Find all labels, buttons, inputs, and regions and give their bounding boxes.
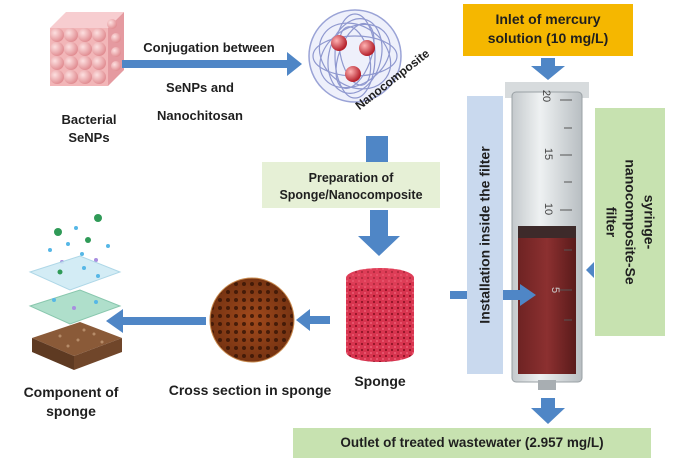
arrow-outlet-down [531,398,565,424]
installation-box: Installation inside the filter [467,96,503,374]
syringe-filter-photo [505,82,589,390]
preparation-box: Preparation of Sponge/Nanocomposite [262,162,440,208]
syringe-mark-15: 15 [542,147,555,161]
label-sponge: Sponge [354,373,406,389]
label-component-of-sponge: Component of sponge [23,384,119,419]
arrow-to-component [106,309,206,333]
label-conjugation-line2: SeNPs and [166,80,234,95]
syringe-filter-box: syringe- nanocomposite-Se filter [595,108,665,336]
sponge-icon [346,268,414,362]
component-of-sponge-icon [28,214,122,370]
label-syringe-filter: syringe- nanocomposite-Se filter [603,159,658,285]
arrow-to-preparation-stem [366,136,388,162]
bacterial-senps-icon [50,12,124,86]
arrow-conjugation [122,52,302,76]
cross-section-icon [209,277,295,363]
arrow-inlet-down [531,58,565,80]
syringe-mark-20: 20 [540,89,553,103]
arrow-to-cross-section [296,309,330,331]
label-cross-section: Cross section in sponge [168,382,332,398]
label-bacterial-senps: Bacterial SeNPs [61,112,117,145]
label-conjugation-line1: Conjugation between [143,40,275,55]
arrow-from-installation-stem [450,291,468,299]
arrow-from-filter-label [586,262,594,278]
label-conjugation-line3: Nanochitosan [157,108,243,123]
arrow-to-syringe [502,284,536,306]
arrow-to-sponge [358,210,400,256]
nanocomposite-icon [308,9,402,103]
label-installation: Installation inside the filter [476,146,493,324]
inlet-box: Inlet of mercury solution (10 mg/L) [463,4,633,56]
syringe-mark-10: 10 [542,202,555,216]
outlet-box: Outlet of treated wastewater (2.957 mg/L… [293,428,651,458]
syringe-mark-5: 5 [549,286,562,294]
